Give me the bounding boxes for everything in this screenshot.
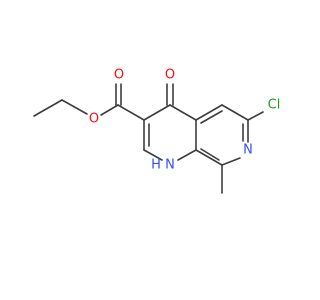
bond-c8-c8a bbox=[195, 149, 223, 166]
nh-hydrogen-label: H bbox=[151, 158, 161, 173]
bond-n1-c2 bbox=[143, 149, 163, 161]
bond-ethyl-ch2 bbox=[61, 99, 88, 115]
bond-c8-c8a-double bbox=[200, 148, 220, 161]
bond-ethyl-ch3 bbox=[33, 99, 63, 117]
ring-nitrogen-label: N bbox=[243, 143, 253, 158]
bond-ester-c-ring bbox=[117, 104, 145, 121]
bond-o-ester-c bbox=[100, 104, 119, 116]
bond-c4-c4a bbox=[169, 104, 197, 121]
bond-c3-c4 bbox=[143, 104, 171, 121]
bond-c8a-n1 bbox=[177, 149, 197, 161]
ester-oxygen-label: O bbox=[89, 112, 99, 127]
bond-c4a-c5-double bbox=[200, 110, 223, 124]
atom-labels: O O O Cl N H N bbox=[89, 68, 280, 173]
bond-c6-cl bbox=[247, 111, 264, 121]
bond-n7-c8 bbox=[221, 157, 241, 166]
bond-c4a-c5 bbox=[195, 104, 223, 121]
bonds bbox=[33, 83, 264, 194]
chlorine-label: Cl bbox=[268, 98, 281, 113]
nh-nitrogen-label: N bbox=[165, 158, 175, 173]
molecule-structure-diagram: O O O Cl N H N bbox=[33, 68, 280, 194]
bond-c5-c6 bbox=[221, 104, 249, 121]
carbonyl-oxygen-label: O bbox=[114, 68, 124, 83]
keto-oxygen-label: O bbox=[165, 68, 175, 83]
